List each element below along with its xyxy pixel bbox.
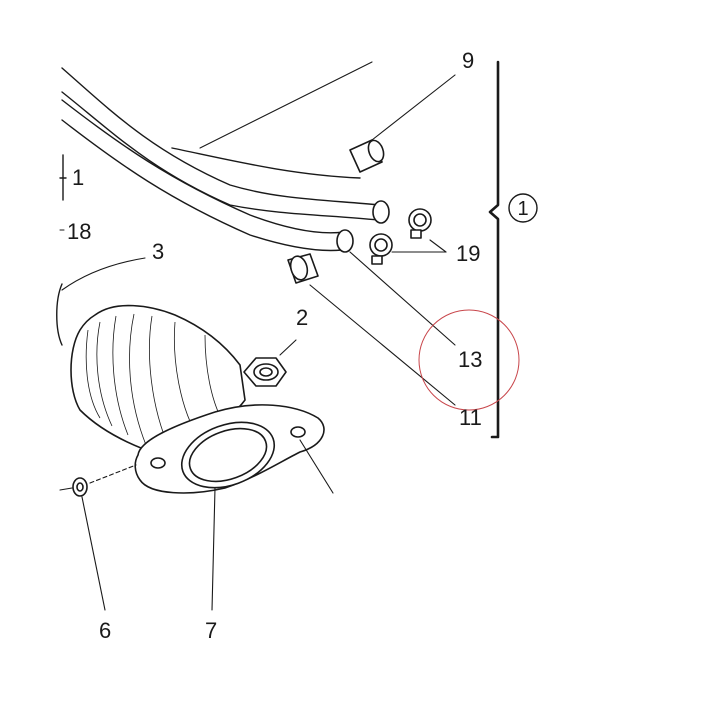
hose-lower <box>61 99 354 253</box>
sleeve-part-9 <box>349 74 456 173</box>
hose-upper <box>61 67 390 224</box>
leader-11 <box>309 284 456 406</box>
callout-2: 2 <box>296 305 308 330</box>
brace-1 <box>59 154 67 201</box>
highlight-circle <box>418 309 520 411</box>
callout-18: 18 <box>67 219 91 244</box>
clamp-part-19-upper <box>408 208 432 239</box>
flange-gasket-part-7 <box>134 404 325 494</box>
callout-9: 9 <box>462 48 474 73</box>
assembly-bracket <box>488 60 500 439</box>
leader-line-upper <box>199 61 373 149</box>
sleeve-part-11 <box>287 253 319 284</box>
leader-2 <box>279 339 297 356</box>
clamp-part-19-lower <box>369 233 393 265</box>
callout-19: 19 <box>456 241 480 266</box>
nut-part-2 <box>243 357 287 387</box>
stud-line <box>299 439 334 494</box>
assembly-badge-label: 1 <box>517 198 528 220</box>
washer-part-6 <box>59 464 137 497</box>
callout-6: 6 <box>99 618 111 643</box>
assembly-badge-circle <box>508 193 538 223</box>
leader-13 <box>349 251 456 346</box>
callout-7: 7 <box>205 618 217 643</box>
leader-3 <box>61 257 146 291</box>
callout-3: 3 <box>152 239 164 264</box>
pipe-edge-left <box>56 283 63 346</box>
callout-11: 11 <box>459 405 482 430</box>
leader-19a <box>429 239 447 253</box>
leader-7 <box>211 487 216 611</box>
callout-13: 13 <box>458 347 482 372</box>
callout-1: 1 <box>72 165 84 190</box>
leader-6 <box>81 496 106 611</box>
hose-outer <box>171 147 361 179</box>
